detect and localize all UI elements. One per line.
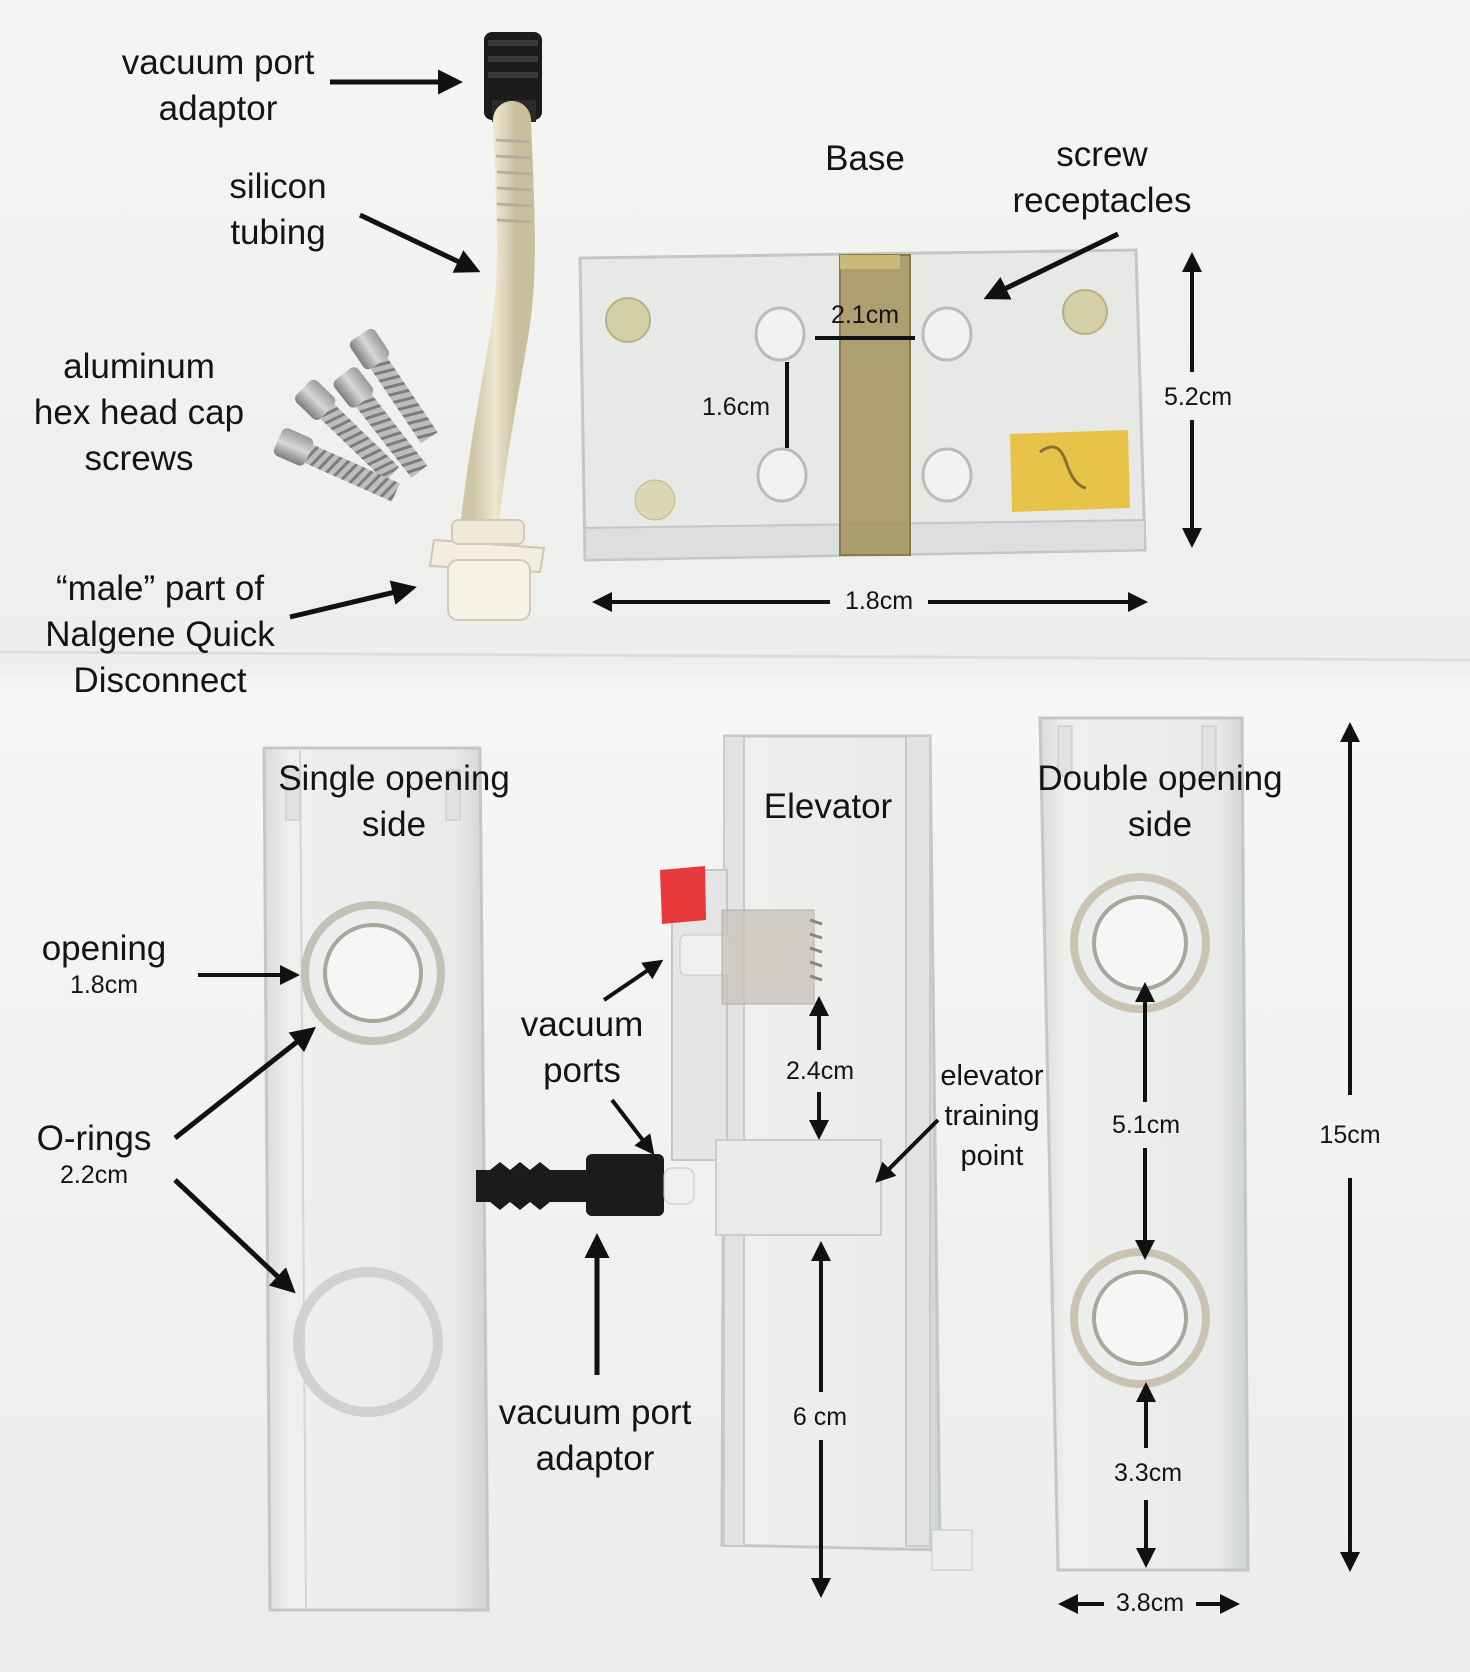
paper-fold [0,650,1470,662]
dimension-lines [592,252,1360,1614]
label-double-opening-side: Double opening side [1010,756,1310,848]
label-opening: opening 1.8cm [24,926,184,998]
dim-elevator-gap: 2.4cm [785,1057,855,1085]
label-line: vacuum [520,1005,644,1044]
label-opening-size: 1.8cm [69,971,139,999]
arrow-male-part [289,580,417,620]
dim-elevator-lower: 6 cm [792,1403,848,1431]
label-male-part: “male” part of Nalgene Quick Disconnect [20,566,300,704]
single-side-opening [301,901,445,1045]
dim-receptacle-spacing-h: 2.1cm [830,301,900,329]
label-line: aluminum [63,347,215,386]
red-tab [660,866,706,924]
tubing-ribs [495,138,533,224]
label-line: Disconnect [73,661,247,700]
label-single-opening-side: Single opening side [256,756,532,848]
label-vacuum-ports: vacuum ports [500,1002,664,1094]
training-point-block [715,1139,882,1236]
dim-receptacle-spacing-v: 1.6cm [701,393,771,421]
label-line: ports [543,1051,621,1090]
dim-double-bottom: 3.3cm [1113,1459,1183,1487]
hex-screws [273,328,438,502]
annotation-arrows [173,69,1120,1375]
base-block [578,248,1147,562]
elevator [660,734,973,1571]
label-line: point [960,1140,1024,1172]
single-opening-side [262,746,490,1612]
arrow-receptacles [983,231,1120,300]
olive-tape [840,255,910,555]
label-line: adaptor [158,89,278,128]
arrow-oring-upper [173,1026,316,1140]
o-ring-loose [293,1267,443,1417]
arrow-training-point [875,1118,940,1183]
label-vacuum-port-adaptor-top: vacuum port adaptor [100,40,336,132]
label-silicon-tubing: silicon tubing [200,164,356,256]
label-elevator-training-point: elevator training point [920,1056,1064,1176]
label-aluminum-screws: aluminum hex head cap screws [14,344,264,482]
label-line: Single opening [278,759,510,798]
label-screw-receptacles: screw receptacles [996,132,1208,224]
label-vacuum-port-adaptor-bottom: vacuum port adaptor [470,1390,720,1482]
silicon-tubing [455,101,535,579]
vacuum-port-adaptor-bottom [476,1154,695,1216]
arrow-oring-lower [173,1178,296,1294]
label-o-rings: O-rings 2.2cm [14,1116,174,1188]
label-line: “male” part of [55,569,265,608]
dim-base-height: 5.2cm [1163,383,1233,411]
label-elevator: Elevator [763,787,893,826]
double-side-opening-bottom [1070,1248,1210,1388]
label-line: silicon [229,167,327,206]
label-line: training [944,1100,1040,1132]
dim-total-length: 15cm [1319,1121,1381,1149]
label-line: opening [41,929,167,968]
label-line: hex head cap [33,393,245,432]
label-line: screw [1056,135,1148,174]
label-line: tubing [230,213,326,252]
screw-receptacles [754,306,973,503]
label-o-rings-size: 2.2cm [59,1161,129,1189]
male-quick-disconnect [428,519,546,621]
arrow-vacuum-port-upper [602,959,664,1002]
label-line: side [1127,805,1193,844]
dim-base-width: 1.8cm [844,587,914,615]
label-line: Nalgene Quick [45,615,275,654]
label-line: O-rings [36,1119,152,1158]
label-line: elevator [940,1060,1044,1092]
label-line: receptacles [1012,181,1192,220]
label-line: vacuum port [498,1393,692,1432]
label-line: screws [84,439,194,478]
arrow-vacuum-port-lower [610,1098,655,1156]
double-side-opening-top [1070,873,1210,1013]
dim-side-width: 3.8cm [1115,1589,1185,1617]
arrow-tubing [358,212,481,273]
dim-double-spacing: 5.1cm [1111,1111,1181,1139]
label-line: Double opening [1037,759,1283,798]
label-line: vacuum port [121,43,315,82]
label-line: adaptor [535,1439,655,1478]
label-line: side [361,805,427,844]
label-base: Base [825,139,905,178]
